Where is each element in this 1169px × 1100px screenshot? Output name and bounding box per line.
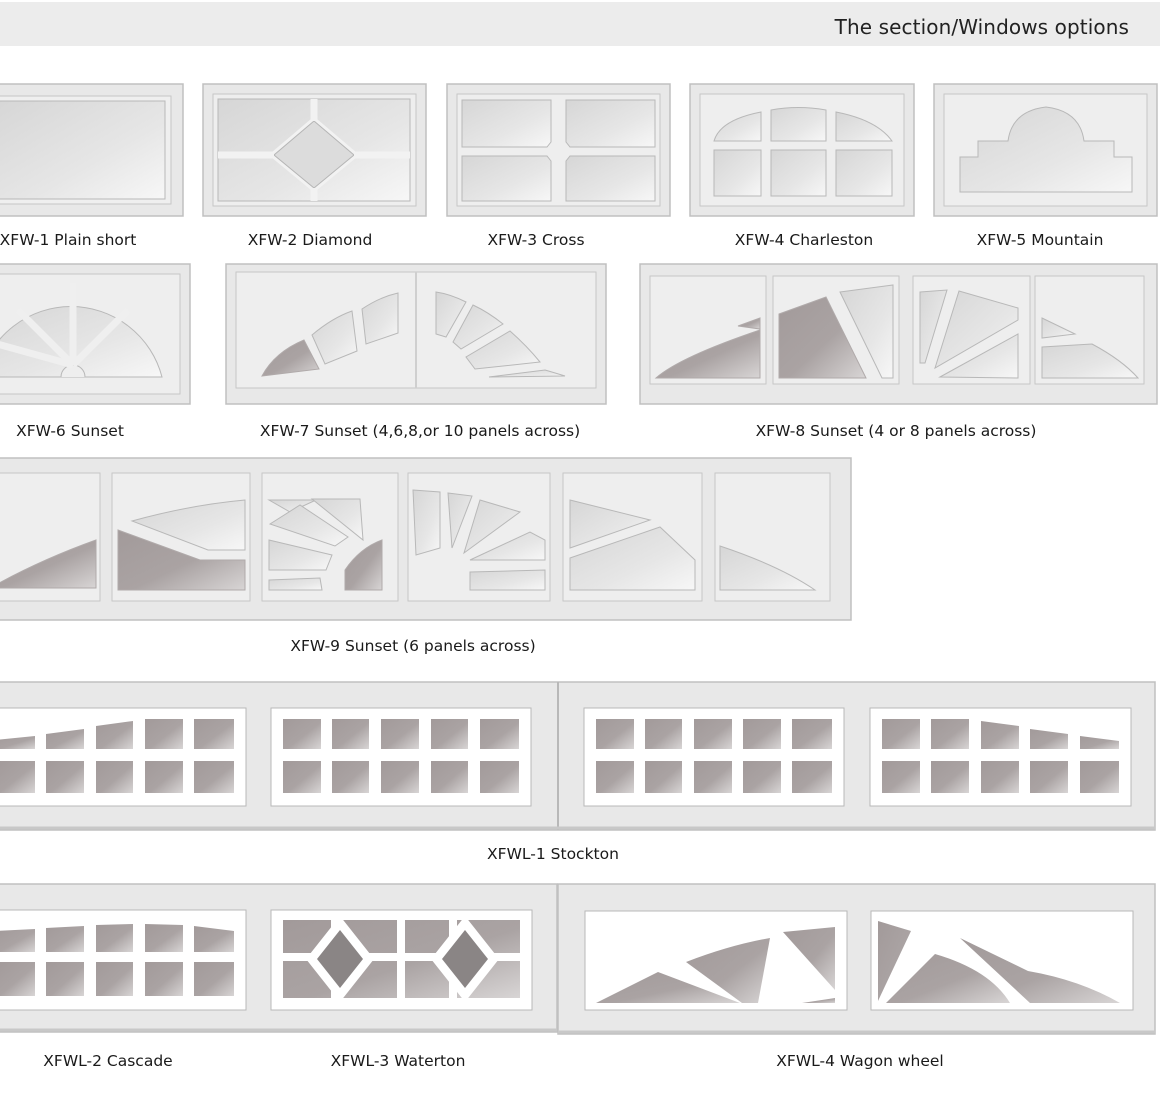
xfw2-diamond-window [202, 83, 427, 217]
caption-xfw1: XFW-1 Plain short [0, 231, 137, 249]
xfwl4-wagon-wheel-window [557, 883, 1156, 1035]
caption-xfw5: XFW-5 Mountain [976, 231, 1104, 249]
caption-xfwl3: XFWL-3 Waterton [330, 1052, 466, 1070]
caption-xfw3: XFW-3 Cross [487, 231, 585, 249]
caption-xfwl1: XFWL-1 Stockton [487, 845, 619, 863]
xfw4-charleston-window [689, 83, 915, 217]
xfw1-plain-short-window [0, 83, 184, 217]
xfw7-sunset-window [225, 263, 607, 405]
caption-xfwl2: XFWL-2 Cascade [43, 1052, 173, 1070]
caption-xfw8: XFW-8 Sunset (4 or 8 panels across) [755, 422, 1037, 440]
caption-xfw9: XFW-9 Sunset (6 panels across) [290, 637, 536, 655]
xfwl3-waterton-window [283, 916, 520, 1002]
xfw8-sunset-window [639, 263, 1158, 405]
xfw3-cross-window [446, 83, 671, 217]
caption-xfw7: XFW-7 Sunset (4,6,8,or 10 panels across) [259, 422, 581, 440]
xfw9-sunset-window [0, 457, 852, 621]
xfw5-mountain-window [933, 83, 1158, 217]
caption-xfwl4: XFWL-4 Wagon wheel [776, 1052, 944, 1070]
caption-xfw2: XFW-2 Diamond [247, 231, 373, 249]
page-title: The section/Windows options [834, 15, 1129, 39]
caption-xfw4: XFW-4 Charleston [734, 231, 874, 249]
caption-xfw6: XFW-6 Sunset [16, 422, 124, 440]
xfw6-sunset-window [0, 263, 191, 405]
xfwl2-xfwl3-windows [0, 883, 558, 1033]
page-header: The section/Windows options [0, 2, 1160, 46]
xfwl1-stockton-window [0, 681, 1156, 831]
